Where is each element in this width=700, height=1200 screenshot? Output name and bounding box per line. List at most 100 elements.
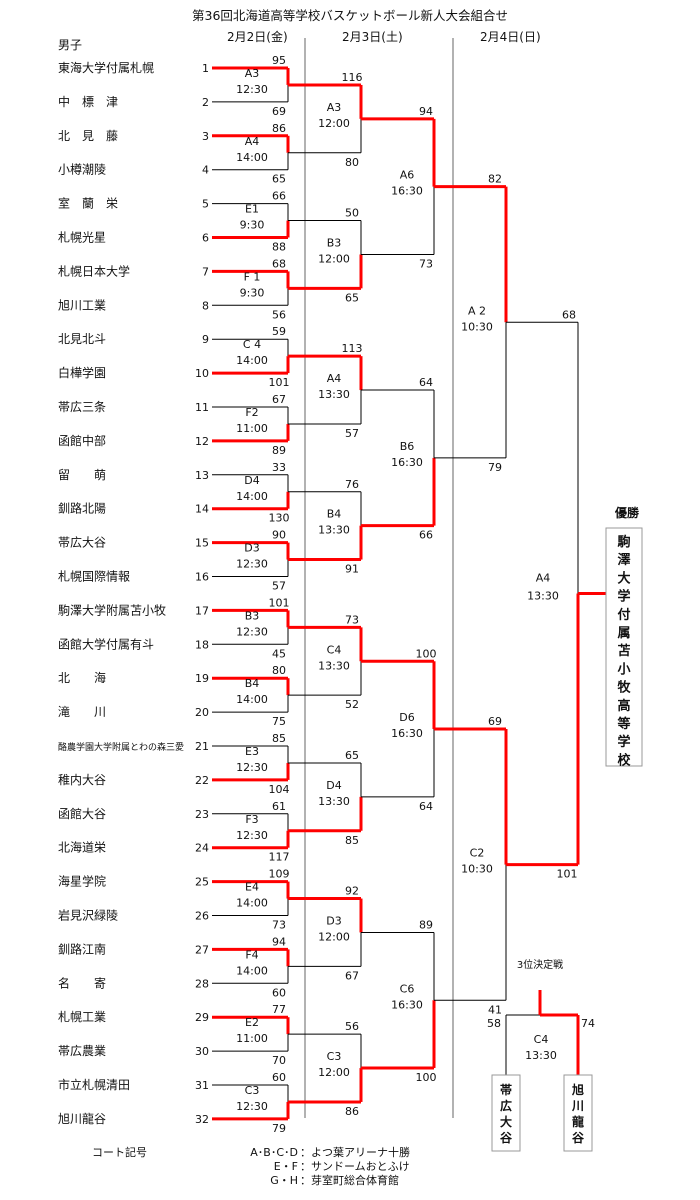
team-name: 札幌国際情報 xyxy=(58,569,130,584)
round1-match-top-score: 77 xyxy=(272,1003,286,1016)
round1-match-time: 14:00 xyxy=(236,151,268,164)
team-name: 北 海 xyxy=(58,670,106,685)
team-name: 東海大学付属札幌 xyxy=(58,60,154,75)
round1-match-court: C3 xyxy=(245,1084,260,1097)
round1-match-court: B4 xyxy=(245,677,260,690)
round1-match-top-score: 67 xyxy=(272,393,286,406)
team-seed: 16 xyxy=(195,571,209,584)
team-seed: 23 xyxy=(195,808,209,821)
round1-match-time: 14:00 xyxy=(236,897,268,910)
round1-match-top-score: 86 xyxy=(272,122,286,135)
round1-match-time: 12:30 xyxy=(236,625,268,638)
team-seed: 19 xyxy=(195,672,209,685)
team-name: 稚内大谷 xyxy=(58,773,106,787)
team-seed: 22 xyxy=(195,774,209,787)
round2-match-bottom-score: 80 xyxy=(345,156,359,169)
third-place-right-team: 旭川龍谷 xyxy=(571,1082,585,1145)
team-name: 札幌工業 xyxy=(58,1009,106,1024)
round2-match-top-score: 113 xyxy=(342,342,363,355)
round3-match-court: B6 xyxy=(400,440,415,453)
semifinal-match-court: C2 xyxy=(470,847,485,860)
team-name: 釧路江南 xyxy=(58,941,106,956)
team-seed: 6 xyxy=(202,232,209,245)
round1-match-time: 9:30 xyxy=(240,286,265,299)
team-seed: 26 xyxy=(195,910,209,923)
round3-match-top-score: 94 xyxy=(419,105,433,118)
third-place-left-box xyxy=(491,1074,521,1152)
team-name: 岩見沢緑陵 xyxy=(58,908,118,923)
legend-code: A･B･C･D xyxy=(250,1146,298,1159)
round2-match-time: 12:00 xyxy=(318,117,350,130)
round1-match-court: B3 xyxy=(245,609,260,622)
round2-match-court: A4 xyxy=(327,372,342,385)
round1-match-top-score: 90 xyxy=(272,529,286,542)
team-seed: 29 xyxy=(195,1011,209,1024)
team-seed: 12 xyxy=(195,435,209,448)
round2-match-top-score: 65 xyxy=(345,749,359,762)
semifinal-match-time: 10:30 xyxy=(461,320,493,333)
third-place-label: 3位決定戦 xyxy=(517,958,563,971)
round1-match-bottom-score: 130 xyxy=(269,512,290,525)
round1-match-court: A3 xyxy=(245,67,260,80)
round3-match-time: 16:30 xyxy=(391,456,423,469)
round1-match-bottom-score: 117 xyxy=(269,851,290,864)
round3-match-bottom-score: 73 xyxy=(419,257,433,270)
round1-match-bottom-score: 101 xyxy=(269,376,290,389)
team-name: 函館中部 xyxy=(58,433,106,448)
team-name: 室 蘭 栄 xyxy=(58,196,118,211)
team-seed: 2 xyxy=(202,96,209,109)
round2-match-court: D4 xyxy=(326,779,341,792)
team-seed: 31 xyxy=(195,1079,209,1092)
legend-code: G・H xyxy=(270,1174,298,1187)
round1-match-bottom-score: 88 xyxy=(272,241,286,254)
round1-match-top-score: 95 xyxy=(272,54,286,67)
round2-match-top-score: 92 xyxy=(345,885,359,898)
team-seed: 32 xyxy=(195,1113,209,1126)
round1-match-bottom-score: 57 xyxy=(272,580,286,593)
round1-match-court: F3 xyxy=(245,813,258,826)
team-name: 帯広三条 xyxy=(58,400,106,414)
round2-match-court: C4 xyxy=(327,643,342,656)
round1-match-time: 12:30 xyxy=(236,1100,268,1113)
round3-match-top-score: 89 xyxy=(419,918,433,931)
champion-label: 優勝 xyxy=(614,505,640,520)
round1-match-court: D4 xyxy=(244,474,259,487)
round2-match-court: A3 xyxy=(327,101,342,114)
round1-match-bottom-score: 65 xyxy=(272,173,286,186)
team-seed: 24 xyxy=(195,842,209,855)
team-seed: 17 xyxy=(195,604,209,617)
round3-match-bottom-score: 66 xyxy=(419,529,433,542)
team-seed: 10 xyxy=(195,367,209,380)
round2-match-bottom-score: 65 xyxy=(345,291,359,304)
round1-match-court: E3 xyxy=(245,745,259,758)
round1-match-time: 12:30 xyxy=(236,761,268,774)
round2-match-top-score: 116 xyxy=(342,71,363,84)
legend-venue: ：サンドームおとふけ xyxy=(300,1160,410,1173)
round2-match-bottom-score: 67 xyxy=(345,969,359,982)
final-bottom-score: 101 xyxy=(557,868,578,881)
third-place-court: C4 xyxy=(534,1033,549,1046)
champion-name: 駒澤大学付属苫小牧高等学校 xyxy=(616,534,631,768)
team-name: 旭川龍谷 xyxy=(58,1111,106,1126)
team-name: 旭川工業 xyxy=(58,298,106,312)
round1-match-top-score: 109 xyxy=(269,868,290,881)
round2-match-time: 13:30 xyxy=(318,524,350,537)
team-name: 函館大谷 xyxy=(58,806,106,821)
semifinal-match-court: A 2 xyxy=(468,304,486,317)
third-place-left-score: 58 xyxy=(487,1017,501,1030)
team-seed: 15 xyxy=(195,537,209,550)
round1-match-court: E1 xyxy=(245,203,259,216)
team-name: 函館大学付属有斗 xyxy=(58,636,154,651)
round2-match-court: B3 xyxy=(327,236,342,249)
round3-match-time: 16:30 xyxy=(391,998,423,1011)
round2-match-time: 13:30 xyxy=(318,795,350,808)
round1-match-court: E4 xyxy=(245,881,259,894)
team-seed: 21 xyxy=(195,740,209,753)
champion-box xyxy=(605,527,643,767)
round1-match-bottom-score: 56 xyxy=(272,308,286,321)
round2-match-bottom-score: 52 xyxy=(345,698,359,711)
round1-match-top-score: 60 xyxy=(272,1071,286,1084)
round3-match-bottom-score: 64 xyxy=(419,800,433,813)
